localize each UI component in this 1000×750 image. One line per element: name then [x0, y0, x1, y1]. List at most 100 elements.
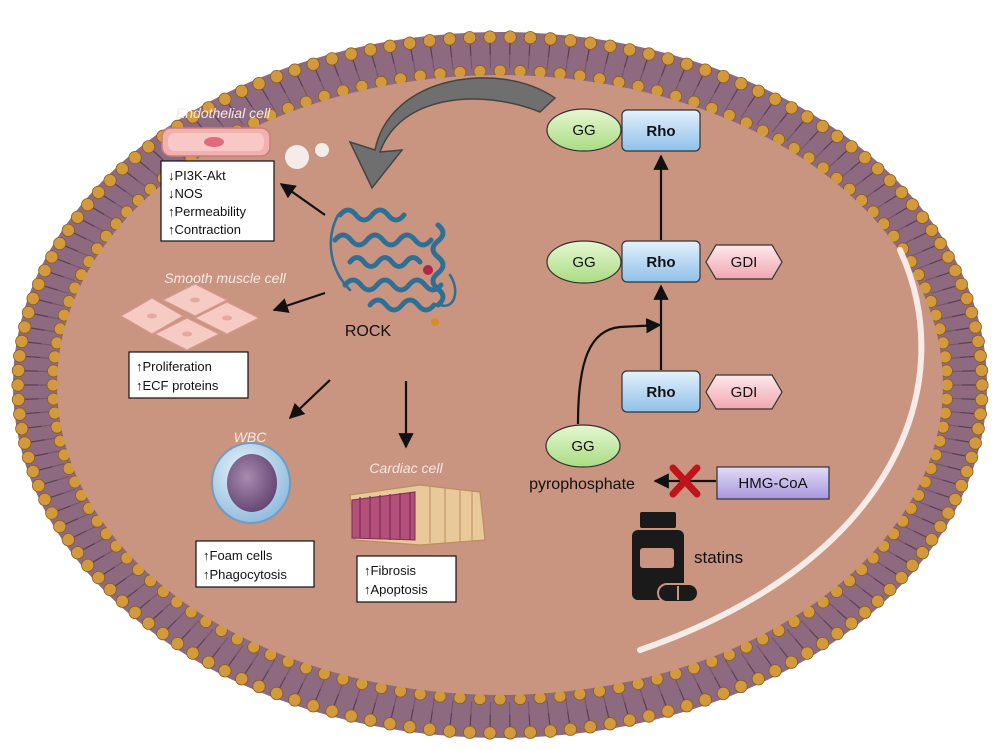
- lipid-head-outer: [680, 699, 694, 713]
- lipid-head-outer: [142, 616, 156, 630]
- effect-contraction: ↑Contraction: [168, 222, 241, 237]
- lipid-head-outer: [344, 47, 358, 61]
- lipid-head-outer: [800, 110, 814, 124]
- gdi-label-bottom: GDI: [731, 384, 758, 401]
- lipid-head-outer: [186, 646, 200, 660]
- lipid-head-outer: [751, 84, 765, 98]
- rho-gdi-complex: Rho GDI: [621, 370, 783, 413]
- lipid-head-outer: [974, 392, 989, 407]
- hmg-coa-box: HMG-CoA: [716, 466, 830, 500]
- lipid-head-outer: [363, 43, 377, 57]
- lipid-head-outer: [483, 30, 497, 44]
- lipid-head-outer: [270, 70, 284, 84]
- rho-label-mid: Rho: [646, 254, 675, 271]
- lipid-head-outer: [894, 570, 909, 585]
- lipid-head-outer: [973, 349, 987, 363]
- lipid-head-outer: [21, 450, 36, 464]
- lipid-head-outer: [81, 198, 95, 212]
- lipid-head-outer: [442, 32, 457, 46]
- gg-rho-gdi-complex: GG Rho GDI: [546, 240, 783, 284]
- lipid-head-outer: [642, 709, 656, 723]
- lipid-head-outer: [344, 709, 358, 723]
- curved-arrow: [348, 77, 557, 190]
- lipid-head-outer: [523, 31, 537, 45]
- lipid-head-outer: [971, 334, 985, 348]
- lipid-head-outer: [784, 101, 799, 115]
- lipid-head-outer: [968, 436, 982, 450]
- lipid-head-outer: [422, 34, 437, 48]
- pathway-arrows: [576, 154, 716, 489]
- effect-fibrosis: ↑Fibrosis: [364, 563, 417, 578]
- effect-nos: ↓NOS: [168, 186, 203, 201]
- effect-phagocytosis: ↑Phagocytosis: [203, 567, 287, 582]
- smooth-muscle-effects-box: ↑Proliferation ↑ECF proteins: [128, 351, 249, 399]
- lipid-head-outer: [858, 605, 872, 620]
- endothelial-effects-box: ↓PI3K-Akt ↓NOS ↑Permeability ↑Contractio…: [160, 160, 275, 242]
- rho-label-top: Rho: [646, 123, 675, 140]
- lipid-head-outer: [91, 570, 106, 585]
- lipid-head-outer: [543, 724, 558, 738]
- lipid-head-outer: [622, 43, 637, 57]
- lipid-head-outer: [563, 722, 578, 736]
- lipid-head-outer: [218, 664, 232, 678]
- lipid-head-outer: [103, 582, 117, 597]
- lipid-head-outer: [252, 679, 266, 694]
- rock-protein-structure: [329, 207, 457, 326]
- cardiac-cell-label: Cardiac cell: [369, 460, 443, 476]
- lipid-head-outer: [288, 693, 302, 707]
- lipid-head-outer: [128, 605, 142, 620]
- lipid-head-outer: [858, 151, 872, 165]
- cytoplasm-highlight: [637, 247, 925, 653]
- lipid-head-outer: [15, 421, 29, 436]
- gg-label-bottom: GG: [571, 438, 594, 455]
- lipid-head-outer: [933, 236, 947, 251]
- effect-pi3k: ↓PI3K-Akt: [168, 168, 226, 183]
- lipid-head-outer: [91, 185, 106, 199]
- lipid-head-outer: [915, 546, 930, 560]
- lipid-head-outer: [442, 724, 457, 738]
- lipid-head-outer: [583, 720, 597, 734]
- lipid-head-outer: [306, 699, 320, 713]
- lipid-head-outer: [661, 704, 675, 718]
- inhibition-x-icon: [669, 464, 701, 498]
- lipid-head-outer: [948, 263, 962, 278]
- rho-label-bottom: Rho: [646, 384, 675, 401]
- lipid-head-outer: [844, 616, 859, 630]
- cardiac-effects-box: ↑Fibrosis ↑Apoptosis: [356, 555, 457, 603]
- lipid-head-outer: [71, 546, 85, 560]
- lipid-head-outer: [698, 63, 712, 77]
- lipid-head-outer: [403, 36, 417, 50]
- lipid-head-outer: [13, 407, 27, 421]
- lipid-head-outer: [894, 185, 909, 199]
- effect-apoptosis: ↑Apoptosis: [364, 582, 428, 597]
- lipid-head-outer: [960, 291, 974, 306]
- lipid-head-outer: [642, 47, 656, 61]
- lipid-head-outer: [128, 151, 142, 165]
- lipid-head-outer: [563, 34, 578, 48]
- lipid-head-outer: [363, 713, 377, 727]
- lipid-head-outer: [941, 506, 955, 520]
- hmg-coa-label: HMG-CoA: [738, 475, 807, 492]
- lipid-head-outer: [734, 679, 748, 694]
- lipid-head-outer: [871, 594, 885, 608]
- smooth-muscle-label: Smooth muscle cell: [164, 270, 286, 286]
- lipid-head-outer: [543, 32, 558, 46]
- lipid-head-outer: [661, 52, 675, 66]
- lipid-head-outer: [941, 250, 955, 264]
- endothelial-cell-label: Endothelial cell: [176, 105, 271, 121]
- lipid-head-outer: [142, 140, 156, 154]
- lipid-head-outer: [463, 31, 477, 45]
- wbc-icon: [211, 442, 291, 524]
- lipid-head-outer: [13, 349, 27, 363]
- effect-permeability: ↑Permeability: [168, 204, 247, 219]
- lipid-head-outer: [45, 506, 59, 520]
- lipid-head-outer: [925, 533, 939, 547]
- gdi-label-mid: GDI: [731, 254, 758, 271]
- lipid-head-outer: [11, 392, 25, 407]
- lipid-head-outer: [815, 119, 830, 134]
- lipid-head-outer: [964, 450, 979, 464]
- lipid-head-outer: [716, 70, 730, 84]
- gg-pyrophosphate: GG: [545, 424, 621, 468]
- lipid-head-outer: [71, 210, 85, 224]
